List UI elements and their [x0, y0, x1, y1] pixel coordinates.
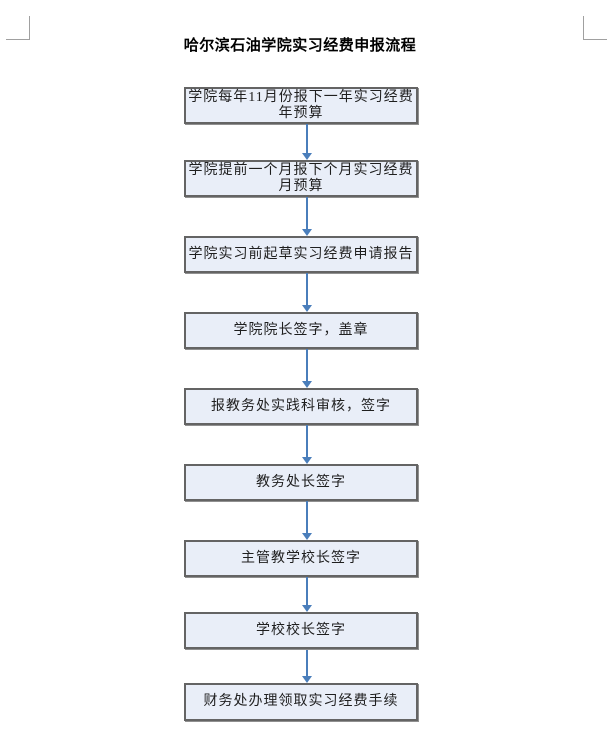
down-arrow-icon: [302, 305, 312, 312]
down-arrow-icon: [302, 676, 312, 683]
page-corner-mark-top-right: [583, 16, 607, 40]
flow-step-label: 教务处长签字: [256, 474, 346, 490]
flow-step-finance-office-procedure: 财务处办理领取实习经费手续: [184, 683, 418, 721]
flow-step-dean-sign: 学院院长签字，盖章: [184, 312, 418, 349]
flow-step-label: 学院提前一个月报下个月实习经费月预算: [188, 162, 414, 194]
flow-step-label: 学院院长签字，盖章: [233, 322, 369, 338]
connector-line: [306, 349, 308, 383]
flow-step-monthly-budget: 学院提前一个月报下个月实习经费月预算: [184, 160, 418, 197]
flow-connector: [302, 577, 312, 612]
down-arrow-icon: [302, 605, 312, 612]
flow-connector: [302, 650, 312, 683]
flow-connector: [302, 197, 312, 236]
flow-step-label: 学校校长签字: [256, 622, 346, 638]
flow-step-vice-president-sign: 主管教学校长签字: [184, 540, 418, 577]
flow-step-label: 学院实习前起草实习经费申请报告: [188, 246, 414, 262]
page-corner-mark-top-left: [6, 16, 30, 40]
flow-step-label: 主管教学校长签字: [241, 550, 361, 566]
page-title: 哈尔滨石油学院实习经费申报流程: [183, 38, 417, 54]
flow-connector: [302, 349, 312, 388]
flow-connector: [302, 124, 312, 160]
down-arrow-icon: [302, 457, 312, 464]
connector-line: [306, 124, 308, 155]
flow-step-label: 财务处办理领取实习经费手续: [203, 694, 399, 709]
connector-line: [306, 425, 308, 459]
flow-step-practice-section-review: 报教务处实践科审核，签字: [184, 388, 418, 425]
connector-line: [306, 501, 308, 535]
connector-line: [306, 273, 308, 307]
flow-step-president-sign: 学校校长签字: [184, 612, 418, 649]
flow-step-draft-report: 学院实习前起草实习经费申请报告: [184, 236, 418, 273]
connector-line: [306, 197, 308, 231]
down-arrow-icon: [302, 153, 312, 160]
flow-connector: [302, 273, 312, 312]
flow-step-annual-budget: 学院每年11月份报下一年实习经费年预算: [184, 87, 418, 124]
down-arrow-icon: [302, 381, 312, 388]
connector-line: [306, 577, 308, 607]
flow-step-label: 报教务处实践科审核，签字: [211, 398, 391, 414]
down-arrow-icon: [302, 533, 312, 540]
flow-connector: [302, 501, 312, 540]
connector-line: [306, 650, 308, 678]
flow-step-academic-director-sign: 教务处长签字: [184, 464, 418, 501]
flow-step-label: 学院每年11月份报下一年实习经费年预算: [188, 89, 414, 121]
down-arrow-icon: [302, 229, 312, 236]
flow-connector: [302, 425, 312, 464]
